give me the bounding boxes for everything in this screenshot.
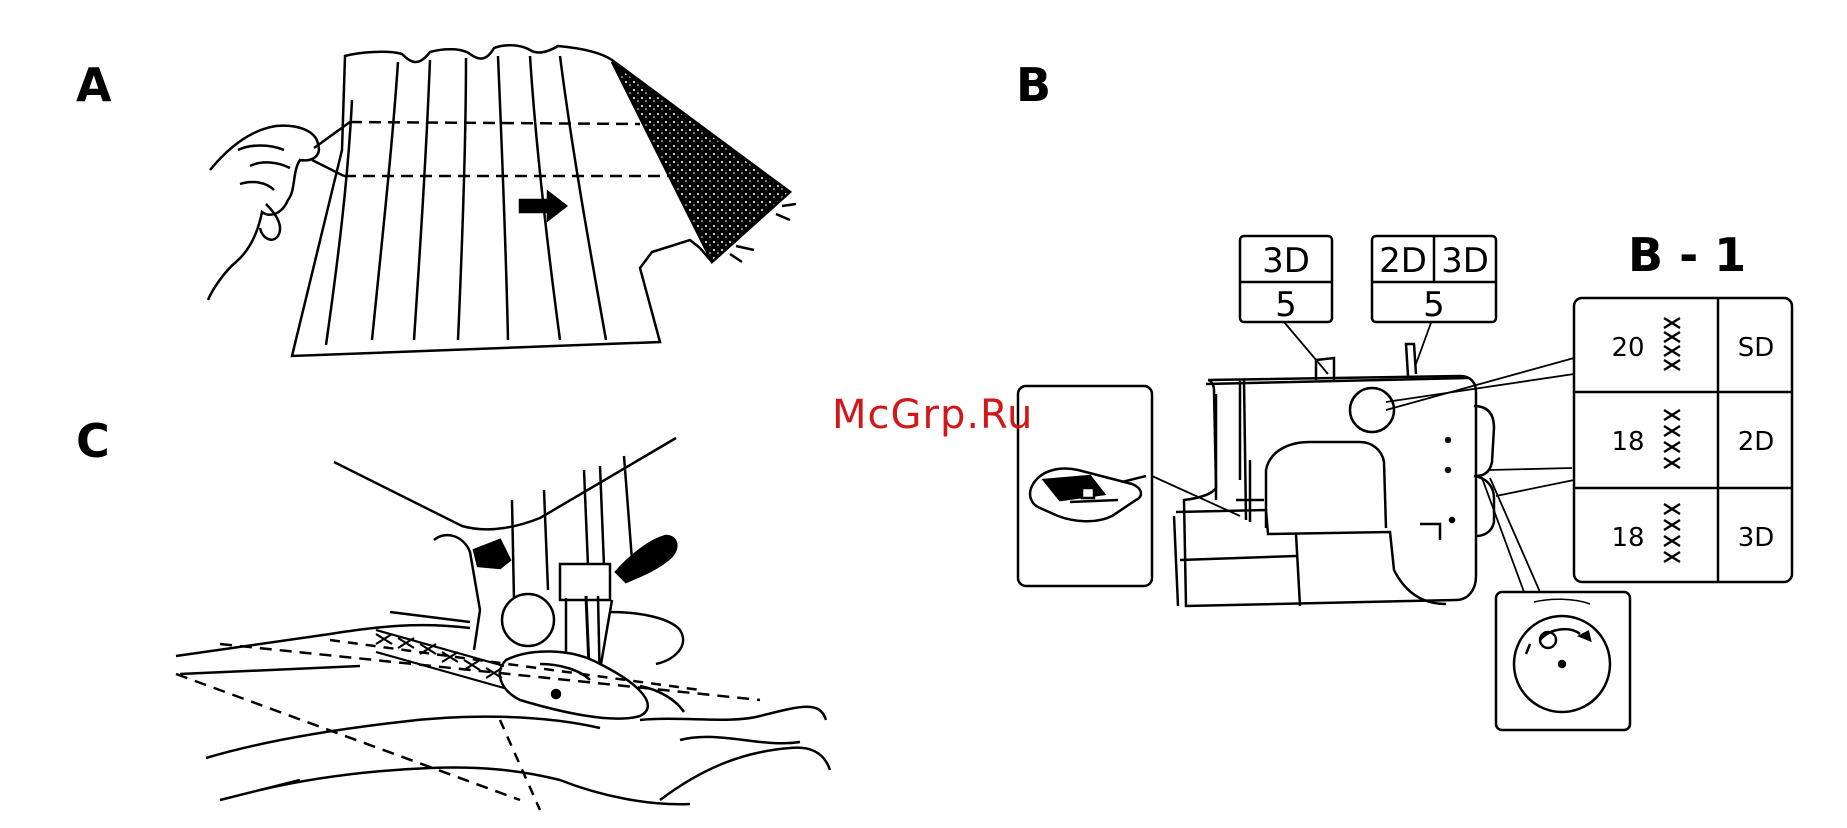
- presser-foot-icon: [1018, 386, 1152, 586]
- right-box-bottom-label: 5: [1423, 285, 1445, 325]
- stitch-row-1-number: 20: [1611, 333, 1644, 363]
- watermark: McGrp.Ru: [832, 392, 1033, 438]
- stitch-row-2-number: 18: [1611, 427, 1644, 457]
- stitch-dial-icon: [1496, 592, 1630, 730]
- smocking-stitch-icon: [376, 630, 504, 688]
- stitch-row-3-setting: 3D: [1738, 523, 1775, 553]
- right-box-top-right-label: 3D: [1441, 241, 1489, 281]
- stitch-row-3-number: 18: [1611, 523, 1644, 553]
- left-box-top-label: 3D: [1262, 241, 1310, 281]
- right-box-top-left-label: 2D: [1379, 241, 1427, 281]
- fabric-gathering-illustration: [208, 45, 796, 356]
- presser-foot-sewing-illustration: [176, 438, 830, 810]
- stitch-row-1-setting: SD: [1738, 333, 1775, 363]
- left-box-bottom-label: 5: [1275, 285, 1297, 325]
- stitch-row-2-setting: 2D: [1738, 427, 1775, 457]
- sewing-machine-illustration: [1174, 344, 1494, 606]
